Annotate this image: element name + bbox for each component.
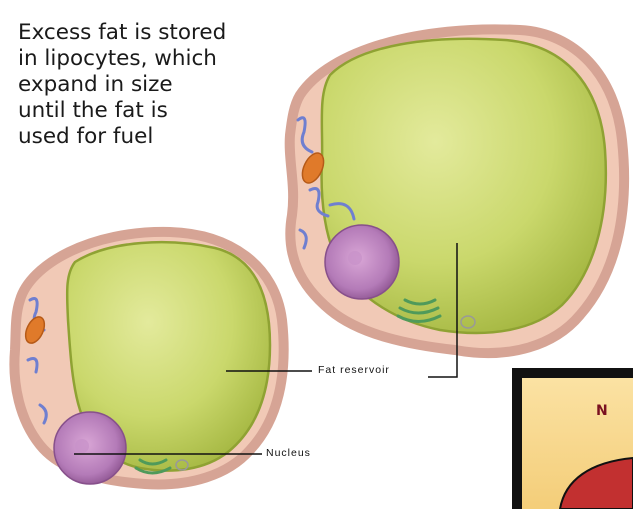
caption: Excess fat is stored in lipocytes, which… [18, 20, 278, 150]
caption-line: used for fuel [18, 124, 278, 150]
small-nucleus [54, 412, 126, 484]
fat-reservoir-label: Fat reservoir [318, 364, 390, 376]
caption-line: in lipocytes, which [18, 46, 278, 72]
caption-line: Excess fat is stored [18, 20, 278, 46]
small-lipocyte [14, 232, 283, 485]
small-nucleolus [75, 439, 89, 453]
inset-panel [512, 368, 633, 509]
inset-partial-text: N [596, 403, 608, 419]
caption-line: until the fat is [18, 98, 278, 124]
large-nucleolus [348, 251, 362, 265]
large-nucleus [325, 225, 399, 299]
caption-line: expand in size [18, 72, 278, 98]
nucleus-label: Nucleus [266, 447, 311, 459]
